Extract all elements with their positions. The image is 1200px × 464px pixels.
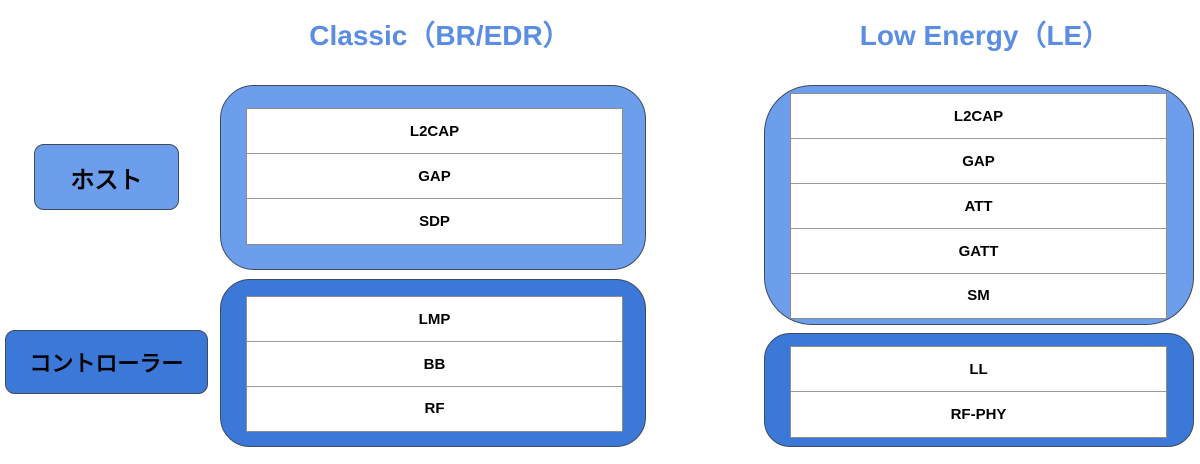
classic-title: Classic（BR/EDR） <box>309 20 571 51</box>
controller-label: コントローラー <box>5 330 208 394</box>
le-controller-group: LL RF-PHY <box>764 333 1194 447</box>
classic-controller-layer: BB <box>247 342 622 387</box>
classic-host-stack: L2CAP GAP SDP <box>246 108 623 245</box>
le-host-layer: L2CAP <box>791 94 1166 139</box>
classic-host-group: L2CAP GAP SDP <box>220 85 646 270</box>
le-host-stack: L2CAP GAP ATT GATT SM <box>790 93 1167 319</box>
le-host-group: L2CAP GAP ATT GATT SM <box>764 85 1194 325</box>
le-host-layer: GATT <box>791 229 1166 274</box>
le-controller-stack: LL RF-PHY <box>790 346 1167 438</box>
le-controller-layer: RF-PHY <box>950 405 1007 423</box>
classic-host-layer: SDP <box>419 212 450 230</box>
classic-controller-stack: LMP BB RF <box>246 296 623 432</box>
le-host-layer: ATT <box>791 184 1166 229</box>
le-host-layer: SM <box>967 287 990 304</box>
classic-controller-layer: RF <box>424 400 445 417</box>
le-controller-layer: LL <box>791 347 1166 392</box>
host-label: ホスト <box>34 144 179 210</box>
classic-controller-group: LMP BB RF <box>220 279 646 447</box>
le-title: Low Energy（LE） <box>859 20 1111 51</box>
classic-host-layer: L2CAP <box>247 109 622 154</box>
le-host-layer: GAP <box>791 139 1166 184</box>
classic-controller-layer: LMP <box>247 297 622 342</box>
classic-host-layer: GAP <box>247 154 622 199</box>
